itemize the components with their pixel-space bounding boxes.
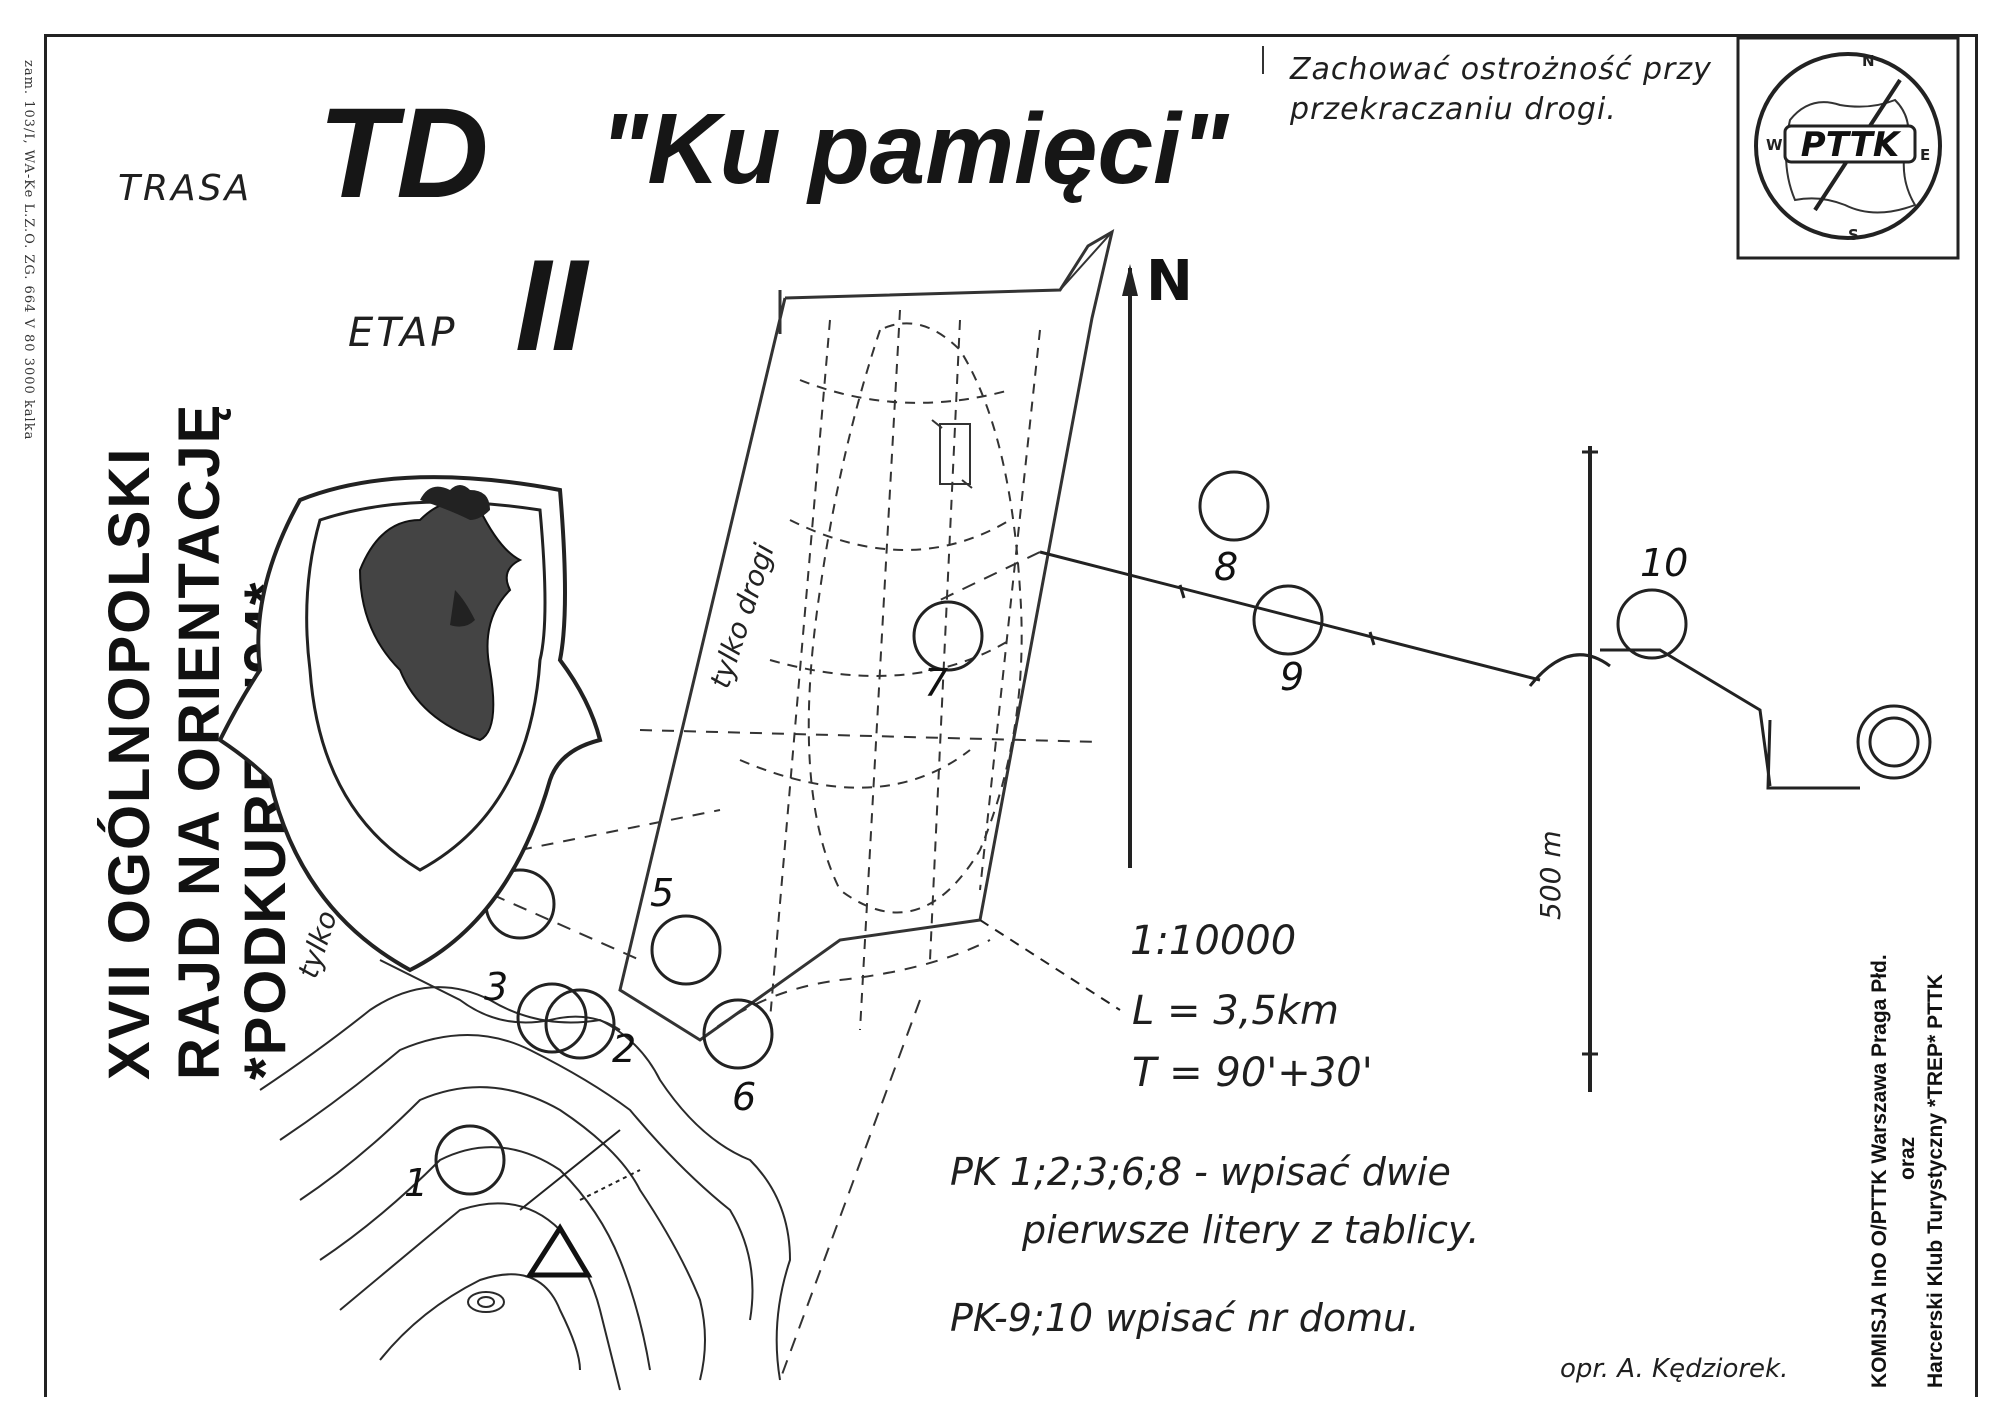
- compass-e: E: [1920, 146, 1930, 164]
- north-label: N: [1146, 249, 1193, 314]
- cp-circle-6: [702, 998, 774, 1070]
- compass-w: W: [1766, 136, 1783, 154]
- forest-area: [519, 228, 1115, 1042]
- cp-circle-9: [1252, 584, 1324, 656]
- route-code: TD: [318, 82, 489, 225]
- cp-circle-8: [1198, 470, 1270, 542]
- etap-label: ETAP: [348, 310, 458, 356]
- cp-label-3: 3: [484, 965, 508, 1009]
- start-triangle: [519, 1129, 641, 1278]
- terrain-contours: [259, 959, 792, 1391]
- compass-s: S: [1848, 226, 1859, 244]
- pttk-logo-text: PTTK: [1801, 125, 1902, 165]
- cp-label-10: 10: [1640, 541, 1688, 585]
- margin-print-note: zam. 103/I, WA-Ke L.Z.O. ZG. 664 V 80 30…: [21, 60, 36, 441]
- rooster-emblem: [217, 475, 603, 973]
- cp-circle-3: [516, 982, 588, 1054]
- map-frame: [44, 34, 1978, 1397]
- scale-text: 1:10000: [1130, 918, 1297, 964]
- cp-circle-5: [650, 914, 722, 986]
- checkpoint-labels: 1 2 3 4 5 6 7 8 9 10: [404, 541, 1688, 1205]
- etap-number: II: [515, 232, 588, 378]
- compass-n: N: [1862, 52, 1875, 70]
- author-signature: opr. A. Kędziorek.: [1560, 1354, 1789, 1384]
- pttk-logo: PTTK N S E W: [1736, 36, 1960, 260]
- caution-bracket: [1262, 46, 1264, 74]
- route-name: "Ku pamięci": [600, 93, 1229, 205]
- time-text: T = 90'+30': [1132, 1050, 1373, 1096]
- cp-label-1: 1: [404, 1161, 428, 1205]
- checkpoints: [434, 470, 1688, 1196]
- cp-label-9: 9: [1280, 655, 1304, 699]
- instruction-line-2: pierwsze litery z tablicy.: [1022, 1208, 1480, 1252]
- cp-label-6: 6: [732, 1075, 756, 1119]
- label-only-roads: tylko drogi: [703, 540, 781, 693]
- scale-bar-label: 500 m: [1534, 830, 1567, 920]
- cp-circle-7: [912, 600, 984, 672]
- cp-circle-2: [544, 988, 616, 1060]
- instruction-line-1: PK 1;2;3;6;8 - wpisać dwie: [950, 1150, 1451, 1194]
- length-text: L = 3,5km: [1132, 988, 1339, 1034]
- cp-circle-10: [1616, 588, 1688, 660]
- cp-circle-1: [434, 1124, 506, 1196]
- cp-label-7: 7: [924, 661, 948, 705]
- cp-label-8: 8: [1214, 545, 1238, 589]
- cp-label-5: 5: [650, 871, 674, 915]
- caution-line-1: Zachować ostrożność przy: [1290, 52, 1712, 87]
- north-arrow: N: [1122, 249, 1193, 868]
- instruction-line-3: PK-9;10 wpisać nr domu.: [950, 1296, 1420, 1340]
- cp-label-2: 2: [612, 1027, 636, 1071]
- trasa-label: TRASA: [118, 168, 253, 209]
- scale-bar: 500 m: [1534, 446, 1598, 1092]
- finish-circle: [1856, 704, 1932, 780]
- road-east: [979, 550, 1860, 1011]
- caution-line-2: przekraczaniu drogi.: [1290, 92, 1617, 127]
